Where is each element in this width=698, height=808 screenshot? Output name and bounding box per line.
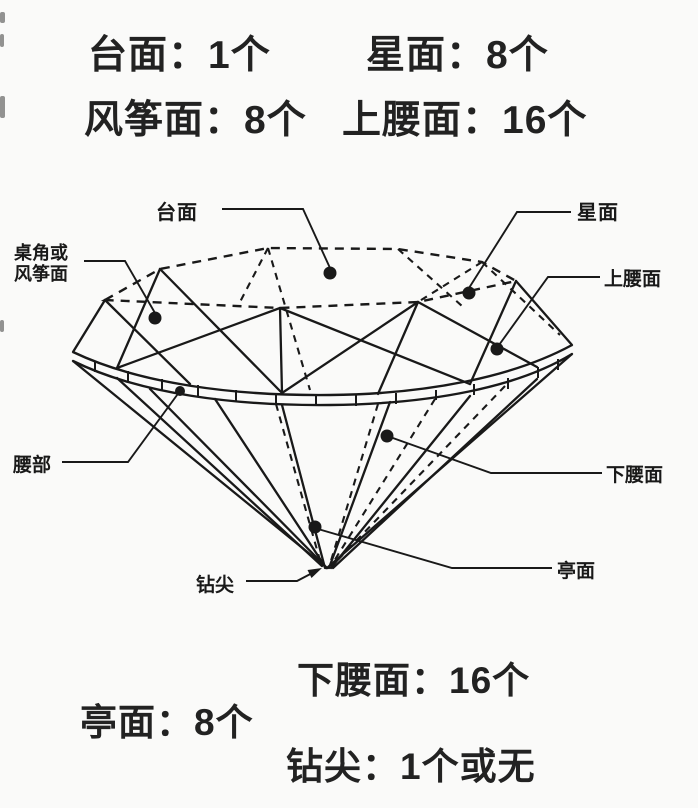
label-pavilion: 亭面 bbox=[557, 559, 595, 582]
kite-dot bbox=[148, 311, 162, 325]
count-culet: 钻尖：1个或无 bbox=[286, 746, 536, 787]
label-table: 台面 bbox=[156, 200, 198, 224]
upper-girdle-dot bbox=[490, 342, 504, 356]
label-culet: 钻尖 bbox=[196, 573, 234, 596]
lower-girdle-dot bbox=[380, 429, 394, 443]
scan-artifact bbox=[0, 96, 5, 118]
culet-arrow-icon bbox=[307, 568, 322, 578]
count-upper-girdle: 上腰面：16个 bbox=[342, 99, 588, 142]
facet-marker-dots bbox=[148, 266, 504, 534]
pavilion-hidden-edges bbox=[274, 385, 506, 567]
star-dot bbox=[462, 286, 476, 300]
label-star: 星面 bbox=[577, 201, 619, 224]
girdle-ticks bbox=[94, 359, 559, 406]
label-kite-line1: 桌角或 bbox=[13, 242, 68, 263]
scan-artifact bbox=[0, 320, 4, 332]
pavilion-dot bbox=[308, 520, 322, 534]
count-kite: 风筝面：8个 bbox=[84, 99, 307, 142]
table-dot bbox=[323, 266, 337, 280]
table-outline bbox=[100, 246, 520, 310]
scan-artifact bbox=[0, 12, 5, 23]
count-table: 台面：1个 bbox=[88, 34, 271, 77]
scan-artifact bbox=[0, 34, 4, 47]
girdle-band bbox=[72, 343, 573, 407]
label-girdle: 腰部 bbox=[12, 453, 51, 476]
count-pavilion: 亭面：8个 bbox=[80, 702, 254, 743]
label-lower-girdle: 下腰面 bbox=[606, 464, 663, 486]
count-star: 星面：8个 bbox=[366, 34, 549, 77]
count-lower-girdle: 下腰面：16个 bbox=[297, 660, 531, 701]
crown-hidden-edges bbox=[239, 247, 561, 391]
crown-wireframe bbox=[71, 267, 574, 396]
label-upper-girdle: 上腰面 bbox=[604, 268, 661, 290]
label-kite-line2: 风筝面 bbox=[14, 263, 68, 284]
girdle-dot bbox=[175, 386, 185, 396]
